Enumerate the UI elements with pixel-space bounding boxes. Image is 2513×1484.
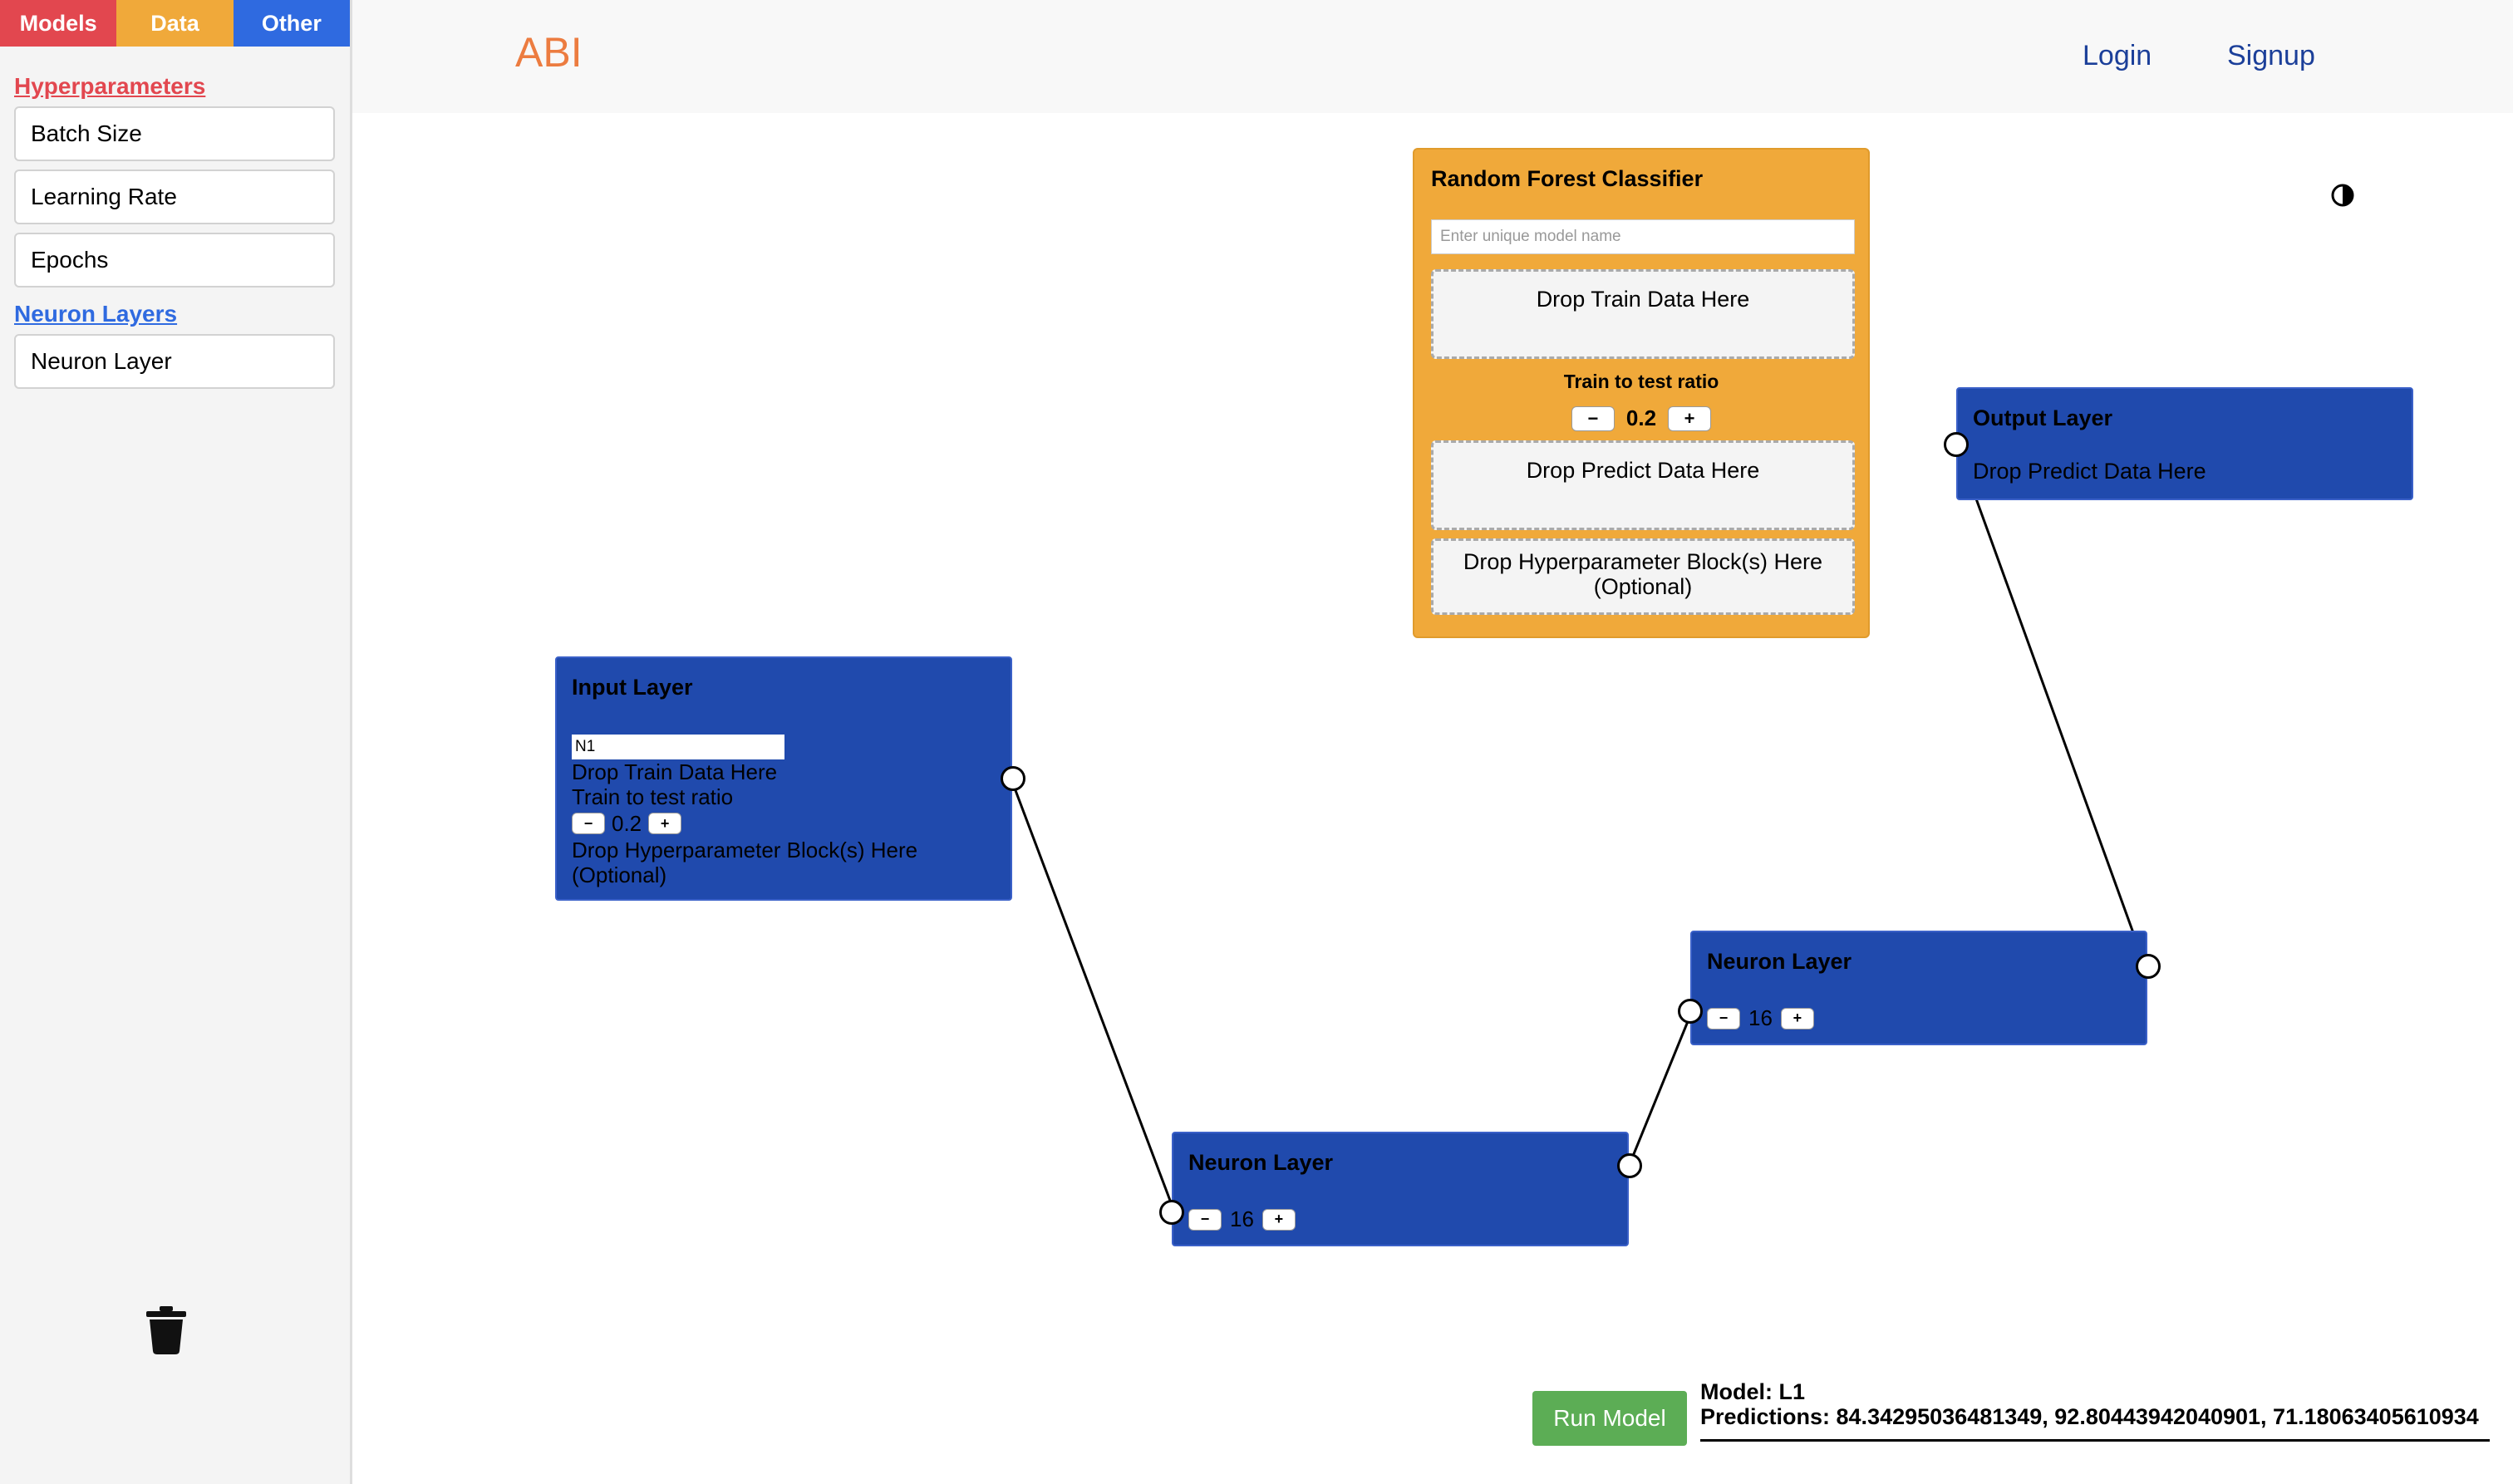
top-header: ABI Login Signup: [352, 0, 2513, 113]
block-learning-rate[interactable]: Learning Rate: [14, 170, 335, 224]
rf-drop-hyper-line2: (Optional): [1593, 574, 1693, 599]
neuron-layer-output-port[interactable]: [1617, 1153, 1642, 1178]
neuron-layer-title: Neuron Layer: [1707, 949, 1852, 974]
input-drop-hyperparameter-zone[interactable]: Drop Hyperparameter Block(s) Here (Optio…: [572, 838, 917, 887]
rf-drop-train-zone[interactable]: Drop Train Data Here: [1431, 269, 1855, 359]
trash-icon[interactable]: [146, 1306, 186, 1354]
random-forest-classifier-block[interactable]: Random Forest Classifier Drop Train Data…: [1413, 148, 1870, 638]
neuron-count-stepper: − 16 +: [1188, 1206, 1296, 1232]
model-name-input[interactable]: [1431, 219, 1855, 254]
rf-drop-predict-zone[interactable]: Drop Predict Data Here: [1431, 440, 1855, 530]
prediction-result: Model: L1 Predictions: 84.34295036481349…: [1700, 1379, 2490, 1442]
neuron-decrement-button[interactable]: −: [1188, 1208, 1222, 1231]
input-drop-train-zone[interactable]: Drop Train Data Here: [572, 759, 778, 784]
tab-other[interactable]: Other: [233, 0, 350, 47]
input-ratio-value: 0.2: [612, 811, 642, 836]
rf-title: Random Forest Classifier: [1431, 166, 1704, 191]
input-layer-block[interactable]: Input Layer Drop Train Data Here Train t…: [555, 656, 1025, 901]
block-batch-size[interactable]: Batch Size: [14, 106, 335, 161]
input-drop-hyper-line2: (Optional): [572, 862, 667, 887]
sidebar: Models Data Other Hyperparameters Batch …: [0, 0, 352, 1484]
neuron-count-value: 16: [1230, 1206, 1254, 1231]
rf-ratio-decrement-button[interactable]: −: [1571, 405, 1615, 431]
sidebar-tabs: Models Data Other: [0, 0, 350, 47]
output-layer-title: Output Layer: [1973, 405, 2113, 430]
login-link[interactable]: Login: [2083, 40, 2152, 71]
neuron-layer-output-port[interactable]: [2136, 954, 2161, 979]
rf-ratio-stepper: − 0.2 +: [1414, 405, 1868, 431]
input-ratio-increment-button[interactable]: +: [648, 813, 682, 834]
block-neuron-layer[interactable]: Neuron Layer: [14, 334, 335, 389]
result-predictions: Predictions: 84.34295036481349, 92.80443…: [1700, 1404, 2479, 1429]
connection-lines: [1010, 443, 2147, 1212]
neuron-layer-block[interactable]: Neuron Layer − 16 +: [1159, 1132, 1642, 1246]
neuron-layers-heading[interactable]: Neuron Layers: [14, 301, 178, 327]
tab-models[interactable]: Models: [0, 0, 117, 47]
theme-toggle-icon[interactable]: [2330, 183, 2355, 208]
neuron-increment-button[interactable]: +: [1261, 1208, 1296, 1231]
rf-ratio-label: Train to test ratio: [1563, 371, 1719, 392]
input-drop-hyper-line1: Drop Hyperparameter Block(s) Here: [572, 838, 918, 862]
app-logo[interactable]: ABI: [515, 29, 583, 76]
neuron-layer-input-port[interactable]: [1678, 999, 1703, 1024]
input-ratio-label: Train to test ratio: [572, 784, 734, 809]
neuron-layer-block[interactable]: Neuron Layer − 16 +: [1678, 931, 2161, 1045]
model-canvas[interactable]: Random Forest Classifier Drop Train Data…: [352, 113, 2513, 1484]
signup-link[interactable]: Signup: [2227, 40, 2315, 71]
neuron-layer-title: Neuron Layer: [1188, 1150, 1334, 1175]
neuron-count-stepper: − 16 +: [1707, 1005, 1814, 1031]
input-layer-name-field[interactable]: [572, 735, 784, 759]
input-ratio-decrement-button[interactable]: −: [572, 813, 605, 834]
neuron-count-value: 16: [1748, 1005, 1773, 1030]
output-drop-predict-zone[interactable]: Drop Predict Data Here: [1973, 459, 2206, 484]
neuron-decrement-button[interactable]: −: [1707, 1007, 1740, 1029]
run-model-button[interactable]: Run Model: [1532, 1391, 1687, 1446]
result-model-name: Model: L1: [1700, 1379, 1805, 1404]
block-epochs[interactable]: Epochs: [14, 233, 335, 287]
tab-data[interactable]: Data: [116, 0, 234, 47]
output-layer-block[interactable]: Output Layer Drop Predict Data Here: [1944, 387, 2413, 500]
input-layer-output-port[interactable]: [1001, 766, 1025, 791]
neuron-increment-button[interactable]: +: [1780, 1007, 1814, 1029]
rf-drop-hyperparameter-zone[interactable]: Drop Hyperparameter Block(s) Here (Optio…: [1431, 538, 1855, 615]
rf-drop-hyper-line1: Drop Hyperparameter Block(s) Here: [1463, 549, 1823, 574]
hyperparameters-heading[interactable]: Hyperparameters: [14, 73, 206, 99]
rf-ratio-value: 0.2: [1625, 405, 1657, 430]
rf-ratio-increment-button[interactable]: +: [1668, 405, 1712, 431]
output-layer-input-port[interactable]: [1944, 432, 1969, 457]
input-layer-title: Input Layer: [572, 675, 693, 700]
input-ratio-stepper: − 0.2 +: [572, 811, 682, 836]
neuron-layer-input-port[interactable]: [1159, 1200, 1184, 1225]
